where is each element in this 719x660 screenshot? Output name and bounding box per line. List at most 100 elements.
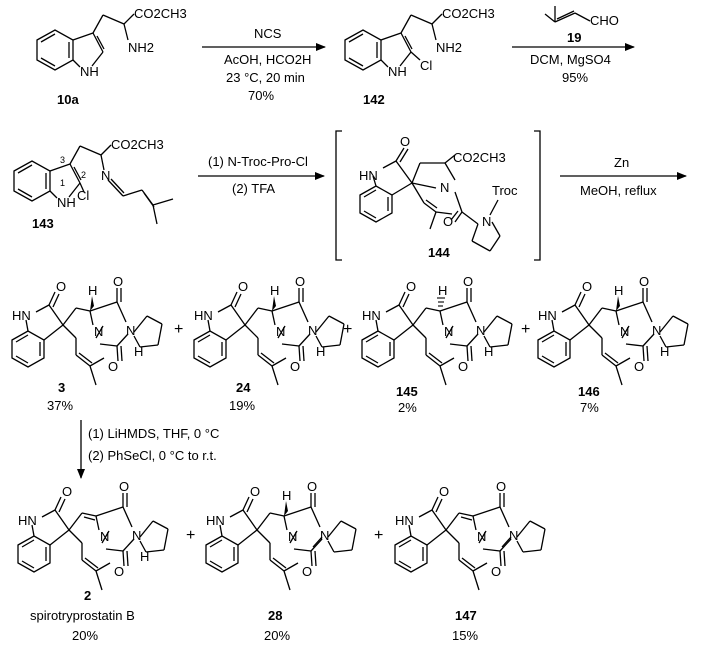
- compound-yield: 15%: [452, 628, 478, 643]
- atom-n: N: [476, 323, 485, 338]
- atom-o: O: [108, 359, 118, 374]
- condition-phsecl: (2) PhSeCl, 0 °C to r.t.: [88, 448, 217, 463]
- atom-o: O: [400, 134, 410, 149]
- atom-o: O: [443, 214, 453, 229]
- reagent-ncs: NCS: [254, 26, 282, 41]
- compound-yield: 7%: [580, 400, 599, 415]
- atom-hn: HN: [359, 168, 378, 183]
- atom-o: O: [114, 564, 124, 579]
- compound-yield: 20%: [72, 628, 98, 643]
- atom-nh: NH: [57, 195, 76, 210]
- reagent-zn: Zn: [614, 155, 629, 170]
- atom-h: H: [270, 283, 279, 298]
- atom-co2ch3: CO2CH3: [442, 6, 495, 21]
- atom-h: H: [484, 344, 493, 359]
- atom-o: O: [406, 279, 416, 294]
- plus-sign: +: [374, 527, 383, 544]
- atom-h: H: [614, 283, 623, 298]
- atom-nh2: NH2: [436, 40, 462, 55]
- condition-tfa: (2) TFA: [232, 181, 275, 196]
- atom-o: O: [302, 564, 312, 579]
- reaction-arrow-1: NCS AcOH, HCO2H 23 °C, 20 min 70%: [202, 26, 326, 103]
- compound-28: HN O H O N N O 28 20%: [205, 479, 357, 643]
- atom-co2ch3: CO2CH3: [111, 137, 164, 152]
- atom-hn: HN: [194, 308, 213, 323]
- atom-o: O: [295, 274, 305, 289]
- plus-sign: +: [186, 527, 195, 544]
- yield-step-2: 95%: [562, 70, 588, 85]
- atom-n: N: [652, 323, 661, 338]
- reaction-arrow-3: (1) N-Troc-Pro-Cl (2) TFA: [198, 154, 325, 196]
- compound-2: HN O O N N O H 2 spirotryprostatin B 20%: [17, 479, 169, 643]
- compound-label: 146: [578, 384, 600, 399]
- compound-3: HN O H O N N O H 3 37%: [11, 274, 163, 413]
- compound-146: HN O H O N N O H 146 7%: [537, 274, 689, 415]
- atom-n: N: [288, 529, 297, 544]
- compound-name: spirotryprostatin B: [30, 608, 135, 623]
- compound-yield: 2%: [398, 400, 417, 415]
- compound-yield: 19%: [229, 398, 255, 413]
- atom-hn: HN: [206, 513, 225, 528]
- atom-o: O: [634, 359, 644, 374]
- condition-lihmds: (1) LiHMDS, THF, 0 °C: [88, 426, 219, 441]
- atom-n: N: [320, 528, 329, 543]
- brackets-144: [335, 130, 541, 261]
- atom-o: O: [439, 484, 449, 499]
- atom-n: N: [276, 324, 285, 339]
- compound-10a: NH CO2CH3 NH2 10a: [36, 6, 187, 107]
- compound-142: NH Cl CO2CH3 NH2 142: [344, 6, 495, 107]
- atom-hn: HN: [395, 513, 414, 528]
- atom-cl: Cl: [77, 188, 89, 203]
- atom-n: N: [620, 324, 629, 339]
- compound-label: 144: [428, 245, 450, 260]
- reaction-arrow-4: Zn MeOH, reflux: [560, 155, 687, 198]
- atom-n: N: [482, 214, 491, 229]
- plus-sign: +: [174, 321, 183, 338]
- compound-147: HN O O N N O 147 15%: [394, 479, 546, 643]
- atom-o: O: [238, 279, 248, 294]
- compound-label: 145: [396, 384, 418, 399]
- atom-n: N: [132, 528, 141, 543]
- plus-sign: +: [521, 321, 530, 338]
- atom-n: N: [509, 528, 518, 543]
- compound-label: 143: [32, 216, 54, 231]
- atom-h: H: [134, 344, 143, 359]
- atom-co2ch3: CO2CH3: [134, 6, 187, 21]
- condition-solvent: AcOH, HCO2H: [224, 52, 311, 67]
- atom-hn: HN: [12, 308, 31, 323]
- atom-o: O: [496, 479, 506, 494]
- atom-o: O: [56, 279, 66, 294]
- atom-n: N: [444, 324, 453, 339]
- atom-n: N: [94, 324, 103, 339]
- atom-n: N: [126, 323, 135, 338]
- compound-label: 2: [84, 588, 91, 603]
- condition-troc-pro: (1) N-Troc-Pro-Cl: [208, 154, 308, 169]
- compound-144: HN O CO2CH3 N O N Troc 144: [359, 134, 518, 260]
- condition-temp-time: 23 °C, 20 min: [226, 70, 305, 85]
- atom-h: H: [438, 283, 447, 298]
- position-3: 3: [60, 155, 65, 165]
- compound-label: 10a: [57, 92, 79, 107]
- atom-nh: NH: [80, 64, 99, 79]
- atom-o: O: [639, 274, 649, 289]
- reagent-label-19: 19: [567, 30, 581, 45]
- condition-meoh-reflux: MeOH, reflux: [580, 183, 657, 198]
- condition-solvent: DCM, MgSO4: [530, 52, 611, 67]
- atom-cl: Cl: [420, 58, 432, 73]
- compound-label: 3: [58, 380, 65, 395]
- atom-n: N: [477, 529, 486, 544]
- atom-h: H: [88, 283, 97, 298]
- compound-yield: 20%: [264, 628, 290, 643]
- compound-yield: 37%: [47, 398, 73, 413]
- atom-hn: HN: [362, 308, 381, 323]
- atom-o: O: [62, 484, 72, 499]
- atom-h: H: [660, 344, 669, 359]
- atom-o: O: [307, 479, 317, 494]
- yield-step-1: 70%: [248, 88, 274, 103]
- atom-h: H: [140, 549, 149, 564]
- atom-o: O: [119, 479, 129, 494]
- atom-nh2: NH2: [128, 40, 154, 55]
- atom-h: H: [282, 488, 291, 503]
